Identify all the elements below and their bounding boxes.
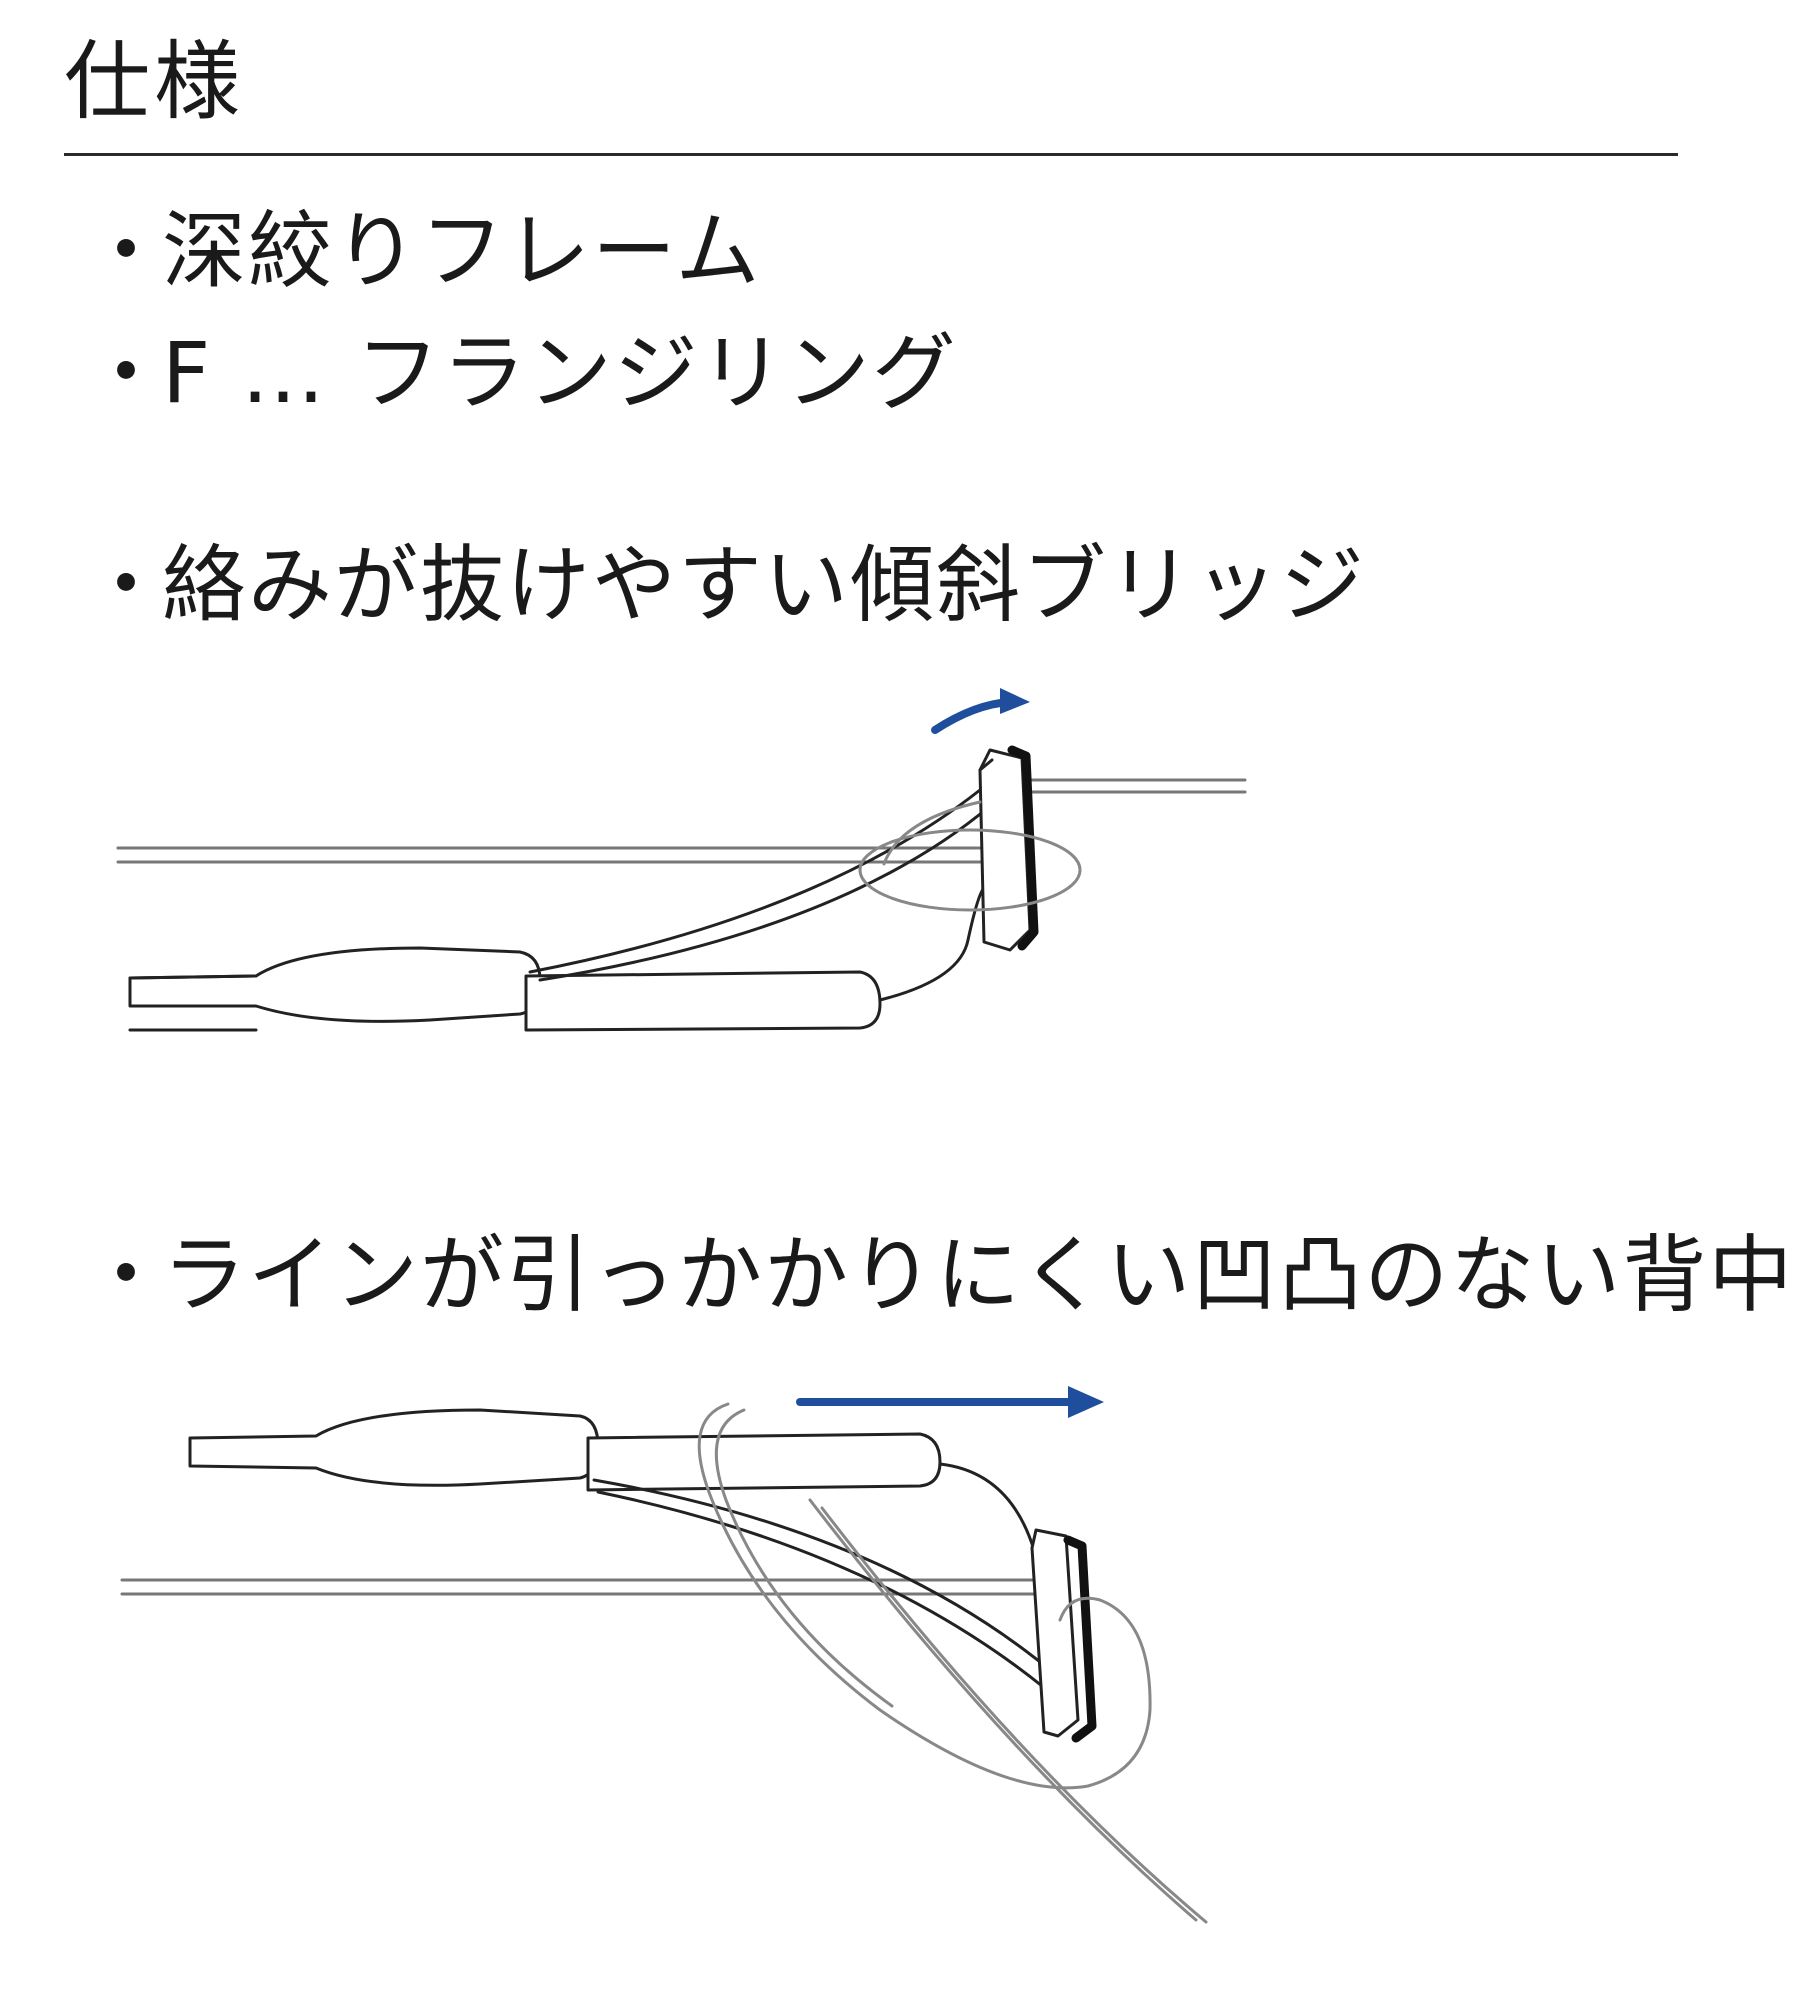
feature-item-smooth-back: ・ ラインが引っかかりにくい凹凸のない背中 bbox=[84, 1220, 1794, 1330]
bullet-mark: ・ bbox=[84, 1226, 169, 1324]
feature-text: 絡みが抜けやすい傾斜ブリッジ bbox=[162, 536, 1367, 634]
feature-item-flange-ring: ・ F … フランジリング bbox=[84, 318, 958, 428]
page-title: 仕様 bbox=[64, 32, 244, 132]
guide-ring-flange bbox=[1007, 745, 1039, 951]
fishing-line-tail bbox=[808, 1498, 1208, 1924]
rod-section bbox=[188, 1408, 600, 1487]
guide-ring-frame bbox=[1030, 1528, 1080, 1738]
blank-line-lower bbox=[120, 1578, 1042, 1596]
guide-ring-frame bbox=[978, 748, 1032, 952]
feature-text: ラインが引っかかりにくい凹凸のない背中 bbox=[162, 1226, 1795, 1324]
guide-ring-flange bbox=[1063, 1535, 1097, 1743]
curved-arrow-icon bbox=[931, 698, 1014, 734]
fishing-line-loop bbox=[697, 1402, 1152, 1790]
bridge-leg-back bbox=[528, 788, 992, 982]
title-divider bbox=[64, 153, 1678, 156]
bridge-leg-back bbox=[592, 1478, 1052, 1688]
feature-item-deep-drawn-frame: ・ 深絞りフレーム bbox=[84, 196, 761, 306]
inclined-bridge-guide-illustration bbox=[116, 688, 1247, 1032]
rod-section bbox=[128, 946, 542, 1023]
blank-line-upper bbox=[116, 846, 982, 864]
bullet-mark: ・ bbox=[84, 202, 169, 300]
smooth-back-guide-illustration bbox=[120, 1386, 1208, 1924]
feature-text: 深絞りフレーム bbox=[162, 202, 762, 300]
feature-item-inclined-bridge: ・ 絡みが抜けやすい傾斜ブリッジ bbox=[84, 530, 1366, 640]
bridge-leg-front bbox=[938, 1462, 1036, 1552]
rod-section-2 bbox=[524, 970, 882, 1032]
bullet-mark: ・ bbox=[84, 536, 169, 634]
bridge-leg-front bbox=[878, 886, 986, 1002]
line-tangle-loop bbox=[858, 828, 1082, 912]
bullet-mark: ・ bbox=[84, 324, 169, 422]
fishing-line bbox=[1018, 778, 1247, 794]
rod-section-2 bbox=[586, 1432, 942, 1492]
feature-text: F … フランジリング bbox=[162, 324, 958, 422]
